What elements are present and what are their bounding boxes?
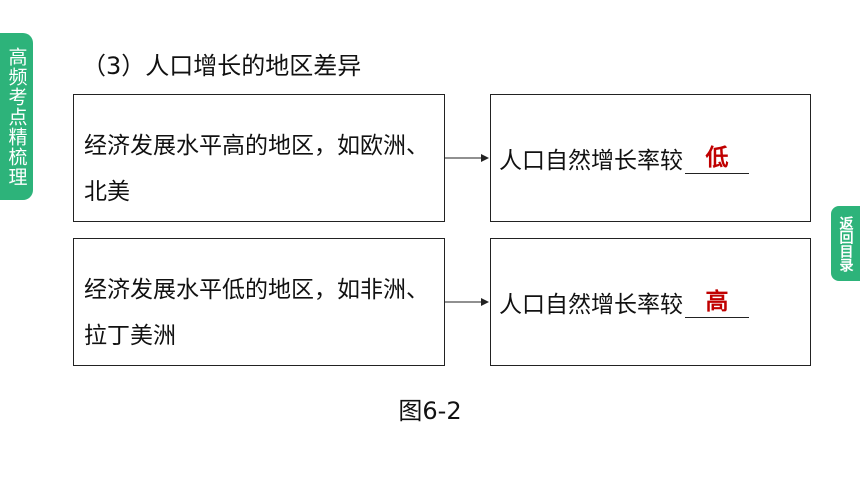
answer-blank: 低 bbox=[685, 143, 749, 174]
condition-box-low-development: 经济发展水平低的地区，如非洲、拉丁美洲 bbox=[73, 238, 445, 366]
answer-blank: 高 bbox=[685, 287, 749, 318]
condition-box-high-development: 经济发展水平高的地区，如欧洲、北美 bbox=[73, 94, 445, 222]
section-side-tab-label: 高频考点精梳理 bbox=[5, 46, 28, 187]
condition-text: 经济发展水平低的地区，如非洲、拉丁美洲 bbox=[84, 277, 429, 349]
section-heading: （3）人口增长的地区差异 bbox=[82, 52, 362, 80]
back-to-contents-label: 返回目录 bbox=[837, 215, 854, 272]
result-box-high-development: 人口自然增长率较 低 bbox=[490, 94, 811, 222]
back-to-contents-button[interactable]: 返回目录 bbox=[831, 206, 860, 281]
result-box-low-development: 人口自然增长率较 高 bbox=[490, 238, 811, 366]
condition-text: 经济发展水平高的地区，如欧洲、北美 bbox=[84, 133, 429, 205]
result-text: 人口自然增长率较 bbox=[499, 148, 683, 174]
arrow-row-2 bbox=[445, 298, 489, 306]
arrow-row-1 bbox=[445, 154, 489, 162]
section-side-tab[interactable]: 高频考点精梳理 bbox=[0, 33, 33, 200]
result-text: 人口自然增长率较 bbox=[499, 292, 683, 318]
figure-caption: 图6-2 bbox=[398, 397, 462, 425]
